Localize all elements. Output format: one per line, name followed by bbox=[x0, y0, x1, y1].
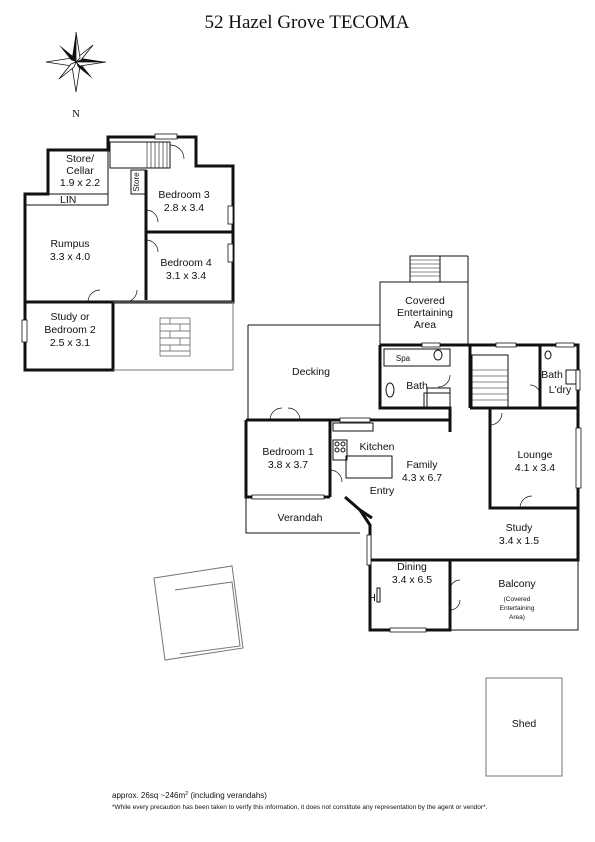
upper-floor-plan bbox=[244, 255, 582, 633]
laundry-label: L'dry bbox=[549, 384, 572, 396]
heater-label: H bbox=[368, 592, 376, 604]
bedroom-4-dims: 3.1 x 3.4 bbox=[166, 270, 206, 282]
shed-label: Shed bbox=[512, 718, 537, 730]
entry-label: Entry bbox=[370, 485, 395, 497]
balcony-label-4: Area) bbox=[509, 614, 525, 621]
family-dims: 4.3 x 6.7 bbox=[402, 472, 442, 484]
bedroom-1-dims: 3.8 x 3.7 bbox=[268, 459, 308, 471]
rumpus-label: Rumpus bbox=[50, 238, 89, 250]
compass-rose-icon bbox=[45, 31, 107, 93]
bath-label: Bath bbox=[406, 380, 428, 392]
rumpus-dims: 3.3 x 4.0 bbox=[50, 251, 90, 263]
study-bedroom-2-label: Study or bbox=[50, 311, 90, 323]
bedroom-3-dims: 2.8 x 3.4 bbox=[164, 202, 204, 214]
balcony-label-2: (Covered bbox=[504, 596, 531, 603]
bedroom-4-label: Bedroom 4 bbox=[160, 257, 212, 269]
covered-entertaining-label-2: Entertaining bbox=[397, 307, 453, 319]
covered-entertaining-label: Covered bbox=[405, 295, 445, 307]
study-bedroom-2-dims: 2.5 x 3.1 bbox=[50, 337, 90, 349]
page-title: 52 Hazel Grove TECOMA bbox=[205, 12, 410, 33]
study-label: Study bbox=[506, 522, 534, 534]
lounge-label: Lounge bbox=[517, 449, 552, 461]
disclaimer: *While every precaution has been taken t… bbox=[112, 804, 488, 811]
study-dims: 3.4 x 1.5 bbox=[499, 535, 539, 547]
north-label: N bbox=[72, 108, 80, 120]
outbuilding-outline bbox=[153, 565, 244, 661]
lin-label: LIN bbox=[60, 194, 76, 206]
area-note: approx. 26sq ~246m2 (including verandahs… bbox=[112, 791, 267, 800]
bath-2-label: Bath bbox=[541, 369, 563, 381]
dining-label: Dining bbox=[397, 561, 427, 573]
family-label: Family bbox=[407, 459, 439, 471]
store-cellar-dims: 1.9 x 2.2 bbox=[60, 177, 100, 189]
store-cellar-label-2: Cellar bbox=[66, 165, 94, 177]
spa-label: Spa bbox=[396, 354, 411, 363]
store-cellar-label: Store/ bbox=[66, 153, 94, 165]
decking-label: Decking bbox=[292, 366, 330, 378]
dining-dims: 3.4 x 6.5 bbox=[392, 574, 432, 586]
verandah-label: Verandah bbox=[278, 512, 323, 524]
kitchen-label: Kitchen bbox=[359, 441, 394, 453]
covered-entertaining-label-3: Area bbox=[414, 319, 436, 331]
bedroom-3-label: Bedroom 3 bbox=[158, 189, 210, 201]
study-bedroom-2-label-2: Bedroom 2 bbox=[44, 324, 96, 336]
lounge-dims: 4.1 x 3.4 bbox=[515, 462, 555, 474]
balcony-label: Balcony bbox=[498, 578, 536, 590]
bedroom-1-label: Bedroom 1 bbox=[262, 446, 314, 458]
store-label: Store bbox=[132, 172, 141, 192]
lower-floor-plan bbox=[21, 133, 235, 372]
balcony-label-3: Entertaining bbox=[500, 605, 535, 612]
shed-outline bbox=[485, 677, 563, 777]
